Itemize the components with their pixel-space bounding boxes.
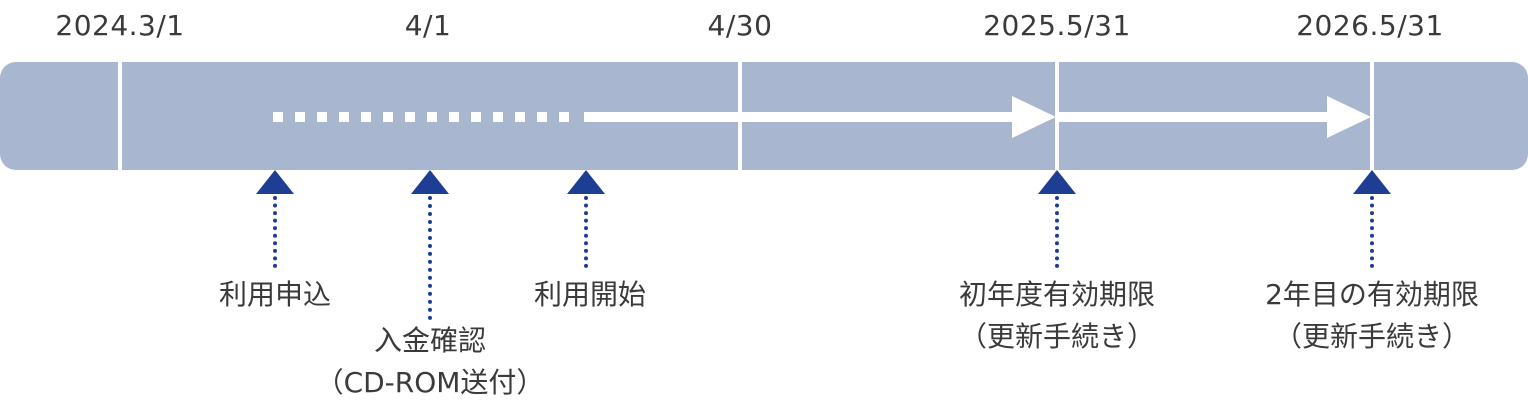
timeline-divider-2024-3-1	[118, 62, 122, 170]
date-label-2024-3-1: 2024.3/1	[55, 9, 185, 42]
second-year-period-line	[1059, 112, 1329, 122]
event-label-second-year-expiry: 2年目の有効期限 （更新手続き）	[1265, 278, 1479, 353]
marker-second-year-expiry	[1352, 170, 1392, 268]
timeline-divider-2025-5-31	[1055, 62, 1059, 170]
second-year-arrowhead-icon	[1327, 96, 1371, 138]
date-label-4-1: 4/1	[404, 9, 452, 42]
event-label-usage-start: 利用開始	[533, 278, 647, 311]
date-label-4-30: 4/30	[707, 9, 773, 42]
marker-payment-confirmation	[410, 170, 450, 320]
event-label-first-year-expiry: 初年度有効期限 （更新手続き）	[958, 278, 1156, 353]
up-triangle-icon	[411, 170, 449, 194]
event-label-payment-confirmation: 入金確認 （CD-ROM送付）	[315, 324, 545, 399]
timeline-divider-2026-5-31	[1370, 62, 1374, 170]
up-triangle-icon	[567, 170, 605, 194]
up-triangle-icon	[1038, 170, 1076, 194]
marker-first-year-expiry	[1037, 170, 1077, 268]
first-year-period-line	[584, 112, 1014, 122]
first-year-arrowhead-icon	[1012, 96, 1056, 138]
event-label-application: 利用申込	[218, 278, 332, 311]
date-label-2026-5-31: 2026.5/31	[1296, 9, 1444, 42]
date-label-2025-5-31: 2025.5/31	[983, 9, 1131, 42]
up-triangle-icon	[256, 170, 294, 194]
marker-usage-start	[566, 170, 606, 268]
up-triangle-icon	[1353, 170, 1391, 194]
marker-application	[255, 170, 295, 268]
